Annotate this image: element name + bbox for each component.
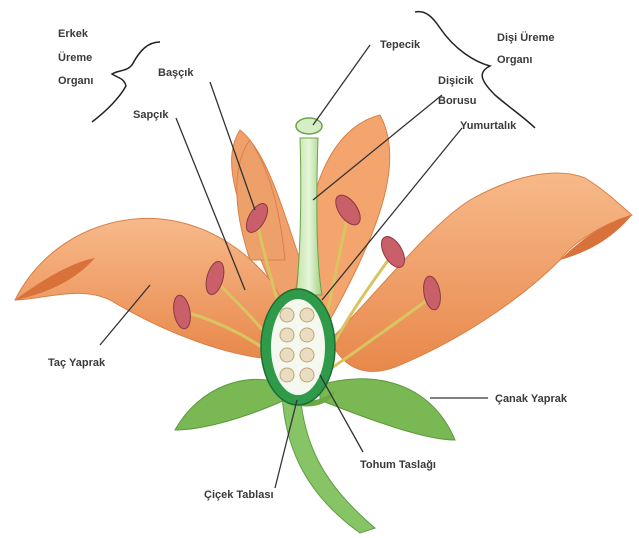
stigma	[296, 118, 322, 134]
label-disicik-line2: Borusu	[438, 95, 477, 107]
label-erkek-line3: Organı	[58, 75, 93, 87]
sepal-right	[320, 379, 455, 440]
sepal-left	[175, 379, 285, 430]
label-bascik: Başçık	[158, 67, 194, 79]
label-tohum-taslagi: Tohum Taslağı	[360, 459, 436, 471]
label-erkek-line1: Erkek	[58, 28, 89, 40]
label-disi-line2: Organı	[497, 54, 532, 66]
label-tepecik: Tepecik	[380, 39, 421, 51]
bracket-disi	[415, 12, 535, 128]
label-cicek-tablasi: Çiçek Tablası	[204, 489, 274, 501]
label-canak-yaprak: Çanak Yaprak	[495, 393, 568, 405]
label-yumurtalik: Yumurtalık	[460, 120, 517, 132]
label-disi-line1: Dişi Üreme	[497, 31, 554, 44]
label-tac-yaprak: Taç Yaprak	[48, 357, 106, 369]
ovary-inner	[271, 299, 325, 395]
label-disicik-line1: Dişicik	[438, 75, 474, 87]
label-sapcik: Sapçık	[133, 109, 169, 121]
label-erkek-line2: Üreme	[58, 51, 92, 64]
